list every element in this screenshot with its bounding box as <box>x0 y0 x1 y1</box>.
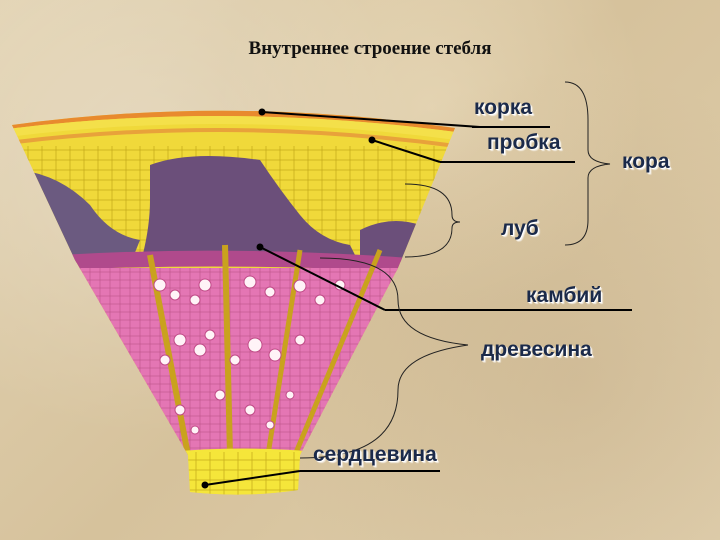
label-lub: луб <box>501 217 539 240</box>
drevesina-bracket-top <box>319 257 469 346</box>
label-drevesina: древесина <box>481 338 592 361</box>
label-kambiy: камбий <box>526 284 603 307</box>
label-probka: пробка <box>487 131 561 154</box>
drevesina-bracket-bottom <box>299 344 469 459</box>
slide-title: Внутреннее строение стебля <box>248 38 492 59</box>
label-serdtsevina: сердцевина <box>313 443 437 466</box>
bracket-lines <box>299 81 611 459</box>
phloem-left <box>20 170 140 265</box>
pointer-lines <box>201 108 632 489</box>
label-kora: кора <box>622 150 670 173</box>
label-korka: корка <box>474 96 533 119</box>
kora-brace <box>564 81 611 246</box>
phloem-center <box>140 156 360 265</box>
lub-bracket-top <box>404 183 461 223</box>
lub-bracket-bottom <box>404 221 461 258</box>
